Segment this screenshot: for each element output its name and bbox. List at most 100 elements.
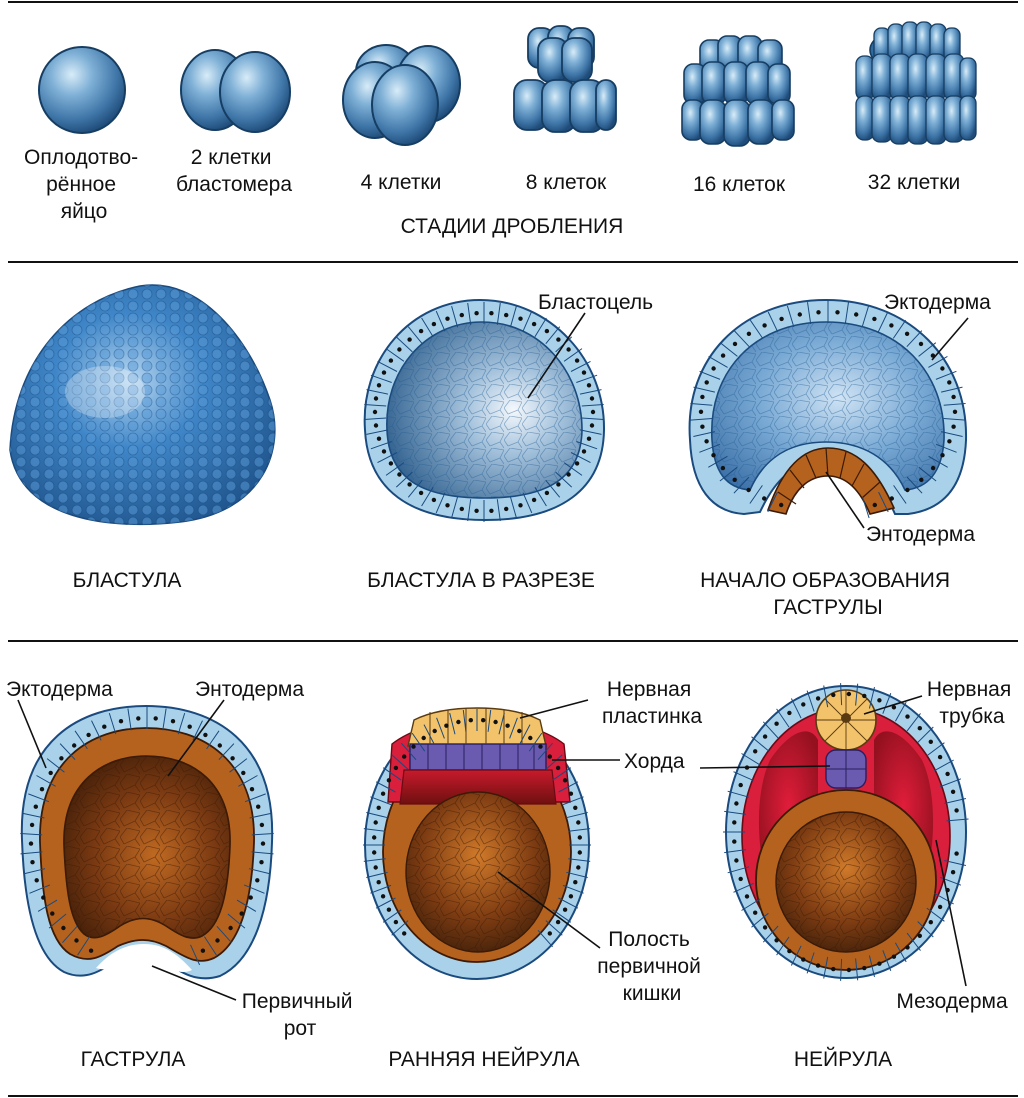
cell-divider bbox=[786, 305, 795, 328]
cell-nucleus bbox=[203, 732, 208, 738]
cell-nucleus bbox=[556, 482, 561, 487]
cell-nucleus bbox=[720, 465, 726, 471]
cell-nucleus bbox=[801, 957, 806, 962]
cell-nucleus bbox=[34, 878, 39, 883]
cell-divider bbox=[944, 798, 967, 804]
cell-nucleus bbox=[380, 791, 386, 796]
cell-divider bbox=[20, 833, 43, 836]
caption-early-neurula: РАННЯЯ НЕЙРУЛА bbox=[388, 1047, 579, 1071]
cell-nucleus bbox=[380, 894, 386, 899]
cell-divider bbox=[382, 767, 402, 781]
caption-gastrula: ГАСТРУЛА bbox=[81, 1048, 186, 1071]
cell-nucleus bbox=[744, 894, 750, 899]
cell-divider bbox=[29, 884, 51, 894]
cell-divider bbox=[534, 486, 547, 507]
cell-nucleus bbox=[862, 693, 867, 699]
cell-divider bbox=[395, 336, 413, 353]
cell-nucleus bbox=[720, 353, 726, 358]
four-cell-stage bbox=[342, 44, 461, 146]
cell-divider bbox=[462, 709, 467, 732]
cell-nucleus bbox=[562, 907, 568, 912]
cell-nucleus bbox=[831, 692, 836, 698]
cell-nucleus bbox=[940, 453, 945, 458]
neurula bbox=[723, 683, 969, 981]
cell-divider bbox=[693, 431, 716, 437]
cell-divider bbox=[724, 810, 747, 815]
cell-divider bbox=[844, 302, 849, 325]
cell-nucleus bbox=[518, 503, 523, 508]
cell-divider bbox=[534, 317, 547, 338]
cell-nucleus bbox=[872, 316, 877, 322]
cell-nucleus bbox=[260, 841, 266, 846]
stage-label-16-cells: 16 клеток bbox=[693, 173, 786, 196]
cell-nucleus bbox=[402, 931, 407, 936]
cell-divider bbox=[892, 319, 907, 339]
cell-nucleus bbox=[474, 508, 479, 513]
cell-nucleus bbox=[905, 487, 910, 493]
cell-divider bbox=[545, 754, 563, 770]
cell-divider bbox=[218, 743, 235, 760]
cell-divider bbox=[395, 471, 413, 488]
cell-divider bbox=[762, 925, 779, 943]
cell-nucleus bbox=[952, 409, 958, 414]
cell-nucleus bbox=[136, 716, 141, 721]
cell-nucleus bbox=[753, 910, 758, 915]
cell-divider bbox=[435, 492, 446, 514]
cell-nucleus bbox=[846, 691, 852, 697]
endoderm-label-row3: Энтодерма bbox=[195, 678, 304, 701]
cell-divider bbox=[749, 319, 764, 339]
cell-divider bbox=[562, 884, 584, 894]
gut-leader bbox=[497, 871, 601, 949]
cell-nucleus bbox=[386, 907, 392, 912]
cell-divider bbox=[568, 828, 591, 832]
cell-divider bbox=[581, 417, 604, 420]
neural-tube-label: Нервная трубка bbox=[927, 678, 1017, 728]
cell-nucleus bbox=[889, 323, 894, 328]
cell-nucleus bbox=[372, 850, 377, 855]
cell-nucleus bbox=[746, 331, 752, 336]
cell-nucleus bbox=[797, 312, 802, 317]
primary-mouth-label: Первичный рот bbox=[242, 990, 359, 1040]
cell-divider bbox=[496, 302, 501, 325]
cell-nucleus bbox=[815, 696, 821, 701]
cell-divider bbox=[733, 771, 754, 782]
cell-nucleus bbox=[854, 312, 859, 317]
caption-gastrulation-start: НАЧАЛО ОБРАЗОВАНИЯ ГАСТРУЛЫ bbox=[700, 569, 956, 619]
cell-nucleus bbox=[951, 394, 956, 400]
cell-nucleus bbox=[373, 865, 378, 870]
cell-divider bbox=[906, 476, 923, 494]
cell-divider bbox=[558, 781, 579, 793]
neural-plate-label: Нервная пластинка bbox=[602, 678, 702, 728]
cell-divider bbox=[917, 921, 934, 938]
cell-nucleus bbox=[474, 311, 479, 316]
cell-divider bbox=[751, 912, 769, 928]
cell-divider bbox=[522, 492, 533, 514]
cell-divider bbox=[934, 759, 954, 772]
neural-tube-leader bbox=[863, 695, 923, 715]
cell-divider bbox=[552, 767, 572, 781]
blastocoel-leader bbox=[527, 312, 586, 399]
cell-nucleus bbox=[388, 358, 394, 363]
caption-blastula-section: БЛАСТУЛА В РАЗРЕЗЕ bbox=[367, 569, 595, 592]
cell-nucleus bbox=[547, 754, 552, 759]
cell-divider bbox=[467, 499, 472, 522]
cell-nucleus bbox=[255, 878, 260, 883]
cell-divider bbox=[366, 871, 388, 878]
endoderm-cell-dividers bbox=[777, 447, 881, 505]
cell-divider bbox=[364, 417, 387, 420]
cell-nucleus bbox=[531, 497, 537, 503]
cell-nucleus bbox=[889, 496, 894, 501]
cell-divider bbox=[926, 742, 945, 757]
cell-nucleus bbox=[950, 870, 956, 875]
cell-nucleus bbox=[215, 938, 220, 943]
cell-divider bbox=[375, 781, 396, 793]
cell-nucleus bbox=[937, 754, 943, 760]
cell-divider bbox=[377, 360, 398, 372]
cell-nucleus bbox=[372, 409, 378, 415]
cell-nucleus bbox=[402, 754, 407, 759]
cell-nucleus bbox=[917, 933, 922, 938]
cell-nucleus bbox=[762, 496, 767, 501]
cell-nucleus bbox=[762, 734, 768, 739]
cell-divider bbox=[894, 942, 907, 963]
